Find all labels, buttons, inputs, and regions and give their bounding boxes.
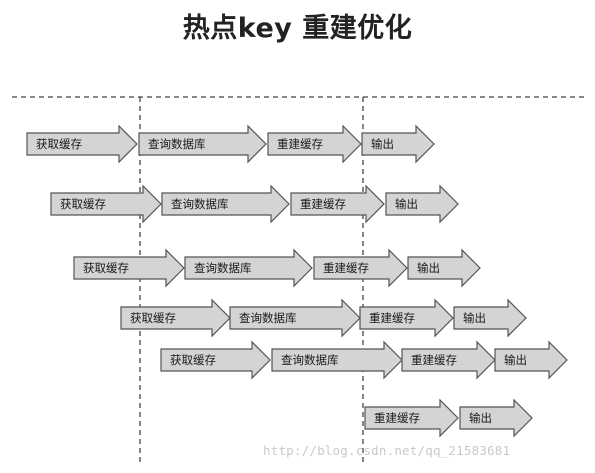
arrow-label: 输出	[395, 197, 418, 211]
arrow-shape	[407, 248, 481, 288]
arrow-step-get-cache: 获取缓存	[26, 124, 138, 164]
arrow-shape	[453, 298, 527, 338]
arrow-label: 查询数据库	[194, 261, 252, 275]
arrow-shape	[160, 340, 271, 380]
arrow-label: 输出	[371, 137, 394, 151]
arrow-label: 重建缓存	[323, 261, 369, 275]
arrow-shape	[385, 184, 459, 224]
arrow-step-output: 输出	[453, 298, 527, 338]
arrow-label: 获取缓存	[130, 311, 176, 325]
arrow-shape	[364, 398, 459, 438]
arrow-step-rebuild-cache: 重建缓存	[267, 124, 362, 164]
arrow-label: 查询数据库	[171, 197, 229, 211]
arrow-step-rebuild-cache: 重建缓存	[359, 298, 454, 338]
arrow-shape	[359, 298, 454, 338]
arrow-step-output: 输出	[385, 184, 459, 224]
arrow-shape	[313, 248, 408, 288]
arrow-shape	[290, 184, 385, 224]
arrow-shape	[50, 184, 162, 224]
arrow-shape	[494, 340, 568, 380]
arrow-label: 输出	[504, 353, 527, 367]
arrow-step-get-cache: 获取缓存	[73, 248, 185, 288]
arrow-shape	[184, 248, 313, 288]
arrow-shape	[161, 184, 290, 224]
arrow-label: 获取缓存	[36, 137, 82, 151]
arrow-label: 输出	[417, 261, 440, 275]
arrow-label: 重建缓存	[369, 311, 415, 325]
arrow-step-query-db: 查询数据库	[271, 340, 403, 380]
arrow-label: 查询数据库	[281, 353, 339, 367]
arrow-shape	[120, 298, 231, 338]
thread-arrows: 获取缓存查询数据库重建缓存输出获取缓存查询数据库重建缓存输出获取缓存查询数据库重…	[26, 124, 568, 438]
arrow-step-get-cache: 获取缓存	[50, 184, 162, 224]
arrow-step-query-db: 查询数据库	[161, 184, 290, 224]
arrow-shape	[271, 340, 403, 380]
arrow-label: 查询数据库	[148, 137, 206, 151]
arrow-step-query-db: 查询数据库	[229, 298, 361, 338]
arrow-step-rebuild-cache: 重建缓存	[290, 184, 385, 224]
arrow-shape	[26, 124, 138, 164]
arrow-step-rebuild-cache: 重建缓存	[401, 340, 496, 380]
arrow-label: 获取缓存	[60, 197, 106, 211]
arrow-shape	[267, 124, 362, 164]
arrow-step-output: 输出	[494, 340, 568, 380]
arrow-step-query-db: 查询数据库	[138, 124, 267, 164]
arrow-label: 重建缓存	[374, 411, 420, 425]
page-title: 热点key 重建优化	[182, 13, 413, 44]
arrow-shape	[401, 340, 496, 380]
arrow-label: 查询数据库	[239, 311, 297, 325]
arrow-step-output: 输出	[459, 398, 533, 438]
arrow-label: 重建缓存	[277, 137, 323, 151]
arrow-step-output: 输出	[361, 124, 435, 164]
arrow-step-get-cache: 获取缓存	[160, 340, 271, 380]
arrow-label: 获取缓存	[83, 261, 129, 275]
arrow-shape	[229, 298, 361, 338]
arrow-label: 获取缓存	[170, 353, 216, 367]
arrow-label: 重建缓存	[411, 353, 457, 367]
arrow-label: 输出	[463, 311, 486, 325]
arrow-shape	[73, 248, 185, 288]
arrow-step-query-db: 查询数据库	[184, 248, 313, 288]
arrow-step-get-cache: 获取缓存	[120, 298, 231, 338]
arrow-shape	[459, 398, 533, 438]
arrow-label: 重建缓存	[300, 197, 346, 211]
arrow-step-rebuild-cache: 重建缓存	[364, 398, 459, 438]
arrow-step-output: 输出	[407, 248, 481, 288]
watermark-url: http://blog.csdn.net/qq_21583681	[263, 443, 511, 458]
arrow-shape	[138, 124, 267, 164]
arrow-shape	[361, 124, 435, 164]
arrow-label: 输出	[469, 411, 492, 425]
arrow-step-rebuild-cache: 重建缓存	[313, 248, 408, 288]
